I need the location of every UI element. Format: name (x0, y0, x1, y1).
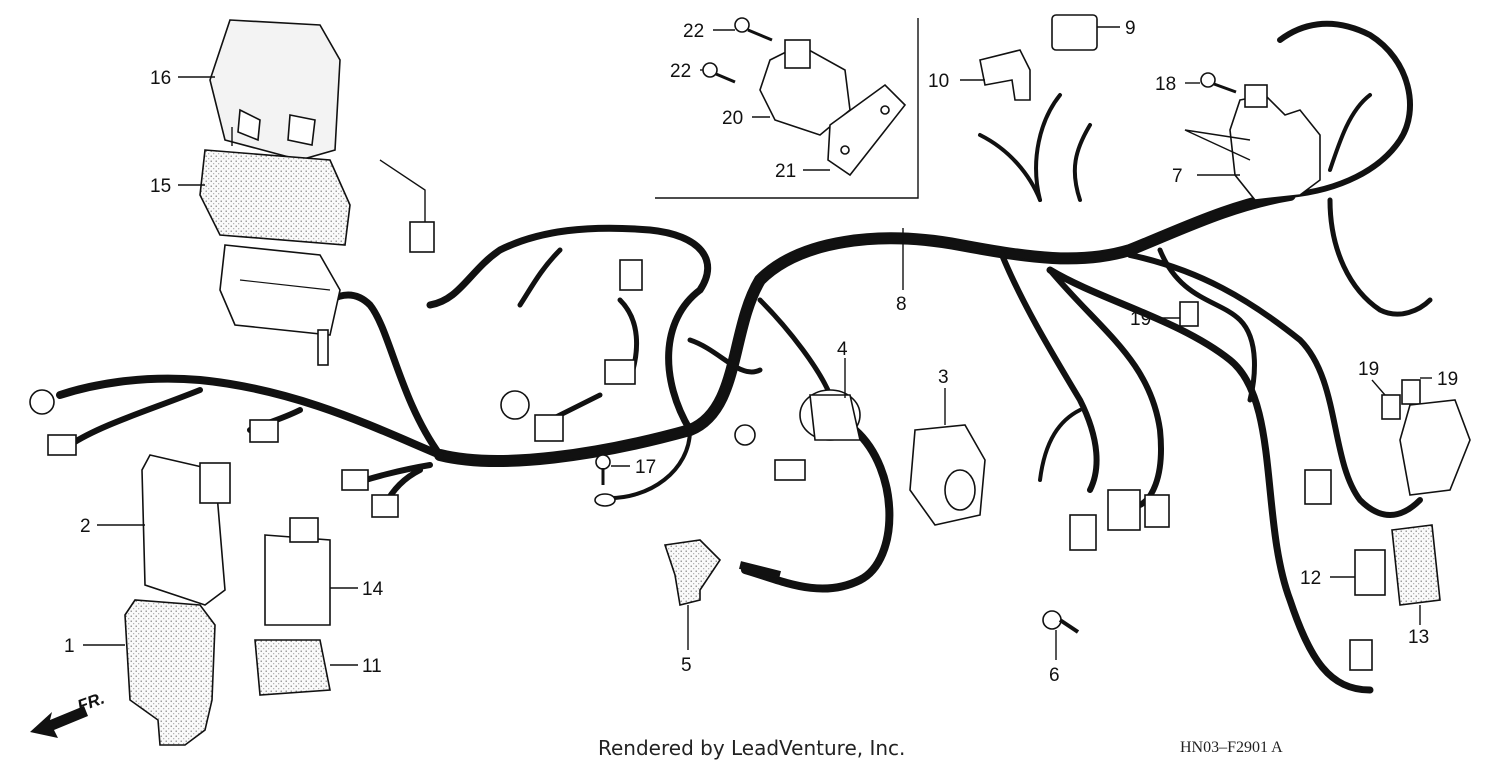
harness-connectors (29, 221, 1373, 671)
part-2-cdi-unit (141, 454, 231, 606)
part-22-bolts (702, 17, 773, 84)
callout-9: 9 (1125, 18, 1136, 39)
fuse-box-base (219, 244, 341, 366)
part-9-connector (1051, 14, 1098, 51)
callout-labels: 1 2 3 4 5 6 7 8 9 10 11 12 13 14 15 16 1… (64, 18, 1458, 686)
callout-18: 18 (1155, 74, 1176, 95)
callout-7: 7 (1172, 166, 1183, 187)
part-11-rubber-cap (254, 639, 331, 696)
part-3-holder (909, 424, 986, 526)
callout-17: 17 (635, 457, 656, 478)
callout-20: 20 (722, 108, 743, 129)
part-13-rubber-mount (1391, 524, 1441, 606)
part-1-rubber-case (124, 599, 216, 746)
callout-10: 10 (928, 71, 949, 92)
part-12-relay (1354, 549, 1386, 596)
callout-16: 16 (150, 68, 171, 89)
front-direction-label: FR. (75, 689, 107, 716)
callout-14: 14 (362, 579, 384, 600)
part-16-control-unit (209, 19, 341, 161)
fuse-holder-right (1399, 399, 1471, 496)
part-10-terminal-cap (979, 49, 1031, 101)
part-7-regulator (1229, 84, 1321, 201)
callout-19-left: 19 (1358, 359, 1379, 380)
callout-4: 4 (837, 339, 848, 360)
callout-22-lower: 22 (670, 61, 691, 82)
part-15-fuse-box-cover (199, 149, 351, 246)
front-direction-arrow: FR. (30, 689, 107, 738)
callout-11: 11 (362, 656, 382, 677)
callout-21: 21 (775, 161, 796, 182)
callout-3: 3 (938, 367, 949, 388)
callout-22-upper: 22 (683, 21, 704, 42)
callout-19-right: 19 (1437, 369, 1458, 390)
callout-19-upper: 19 (1130, 309, 1151, 330)
diagram-code: HN03–F2901 A (1180, 739, 1283, 756)
part-5-spark-plug-cap (663, 539, 781, 606)
part-21-plate (827, 83, 907, 177)
callout-8: 8 (896, 294, 907, 315)
parts (29, 14, 1471, 746)
callout-12: 12 (1300, 568, 1321, 589)
part-19-fuses (1179, 301, 1421, 420)
part-20-regulator (759, 39, 851, 136)
part-14-relay (264, 517, 331, 626)
part-6-clamp (1042, 610, 1080, 634)
part-18-bolt (1200, 72, 1237, 94)
part-17-bolt (594, 454, 616, 507)
callout-2: 2 (80, 516, 91, 537)
callout-1: 1 (64, 636, 75, 657)
main-wire-harness (56, 20, 1433, 694)
callout-6: 6 (1049, 665, 1060, 686)
inset-frame (655, 18, 919, 199)
callout-15: 15 (150, 176, 171, 197)
leader-lines (83, 26, 1432, 666)
render-credit: Rendered by LeadVenture, Inc. (598, 736, 905, 760)
part-4-ignition-coil (734, 389, 861, 481)
callout-13: 13 (1408, 627, 1429, 648)
callout-5: 5 (681, 655, 692, 676)
